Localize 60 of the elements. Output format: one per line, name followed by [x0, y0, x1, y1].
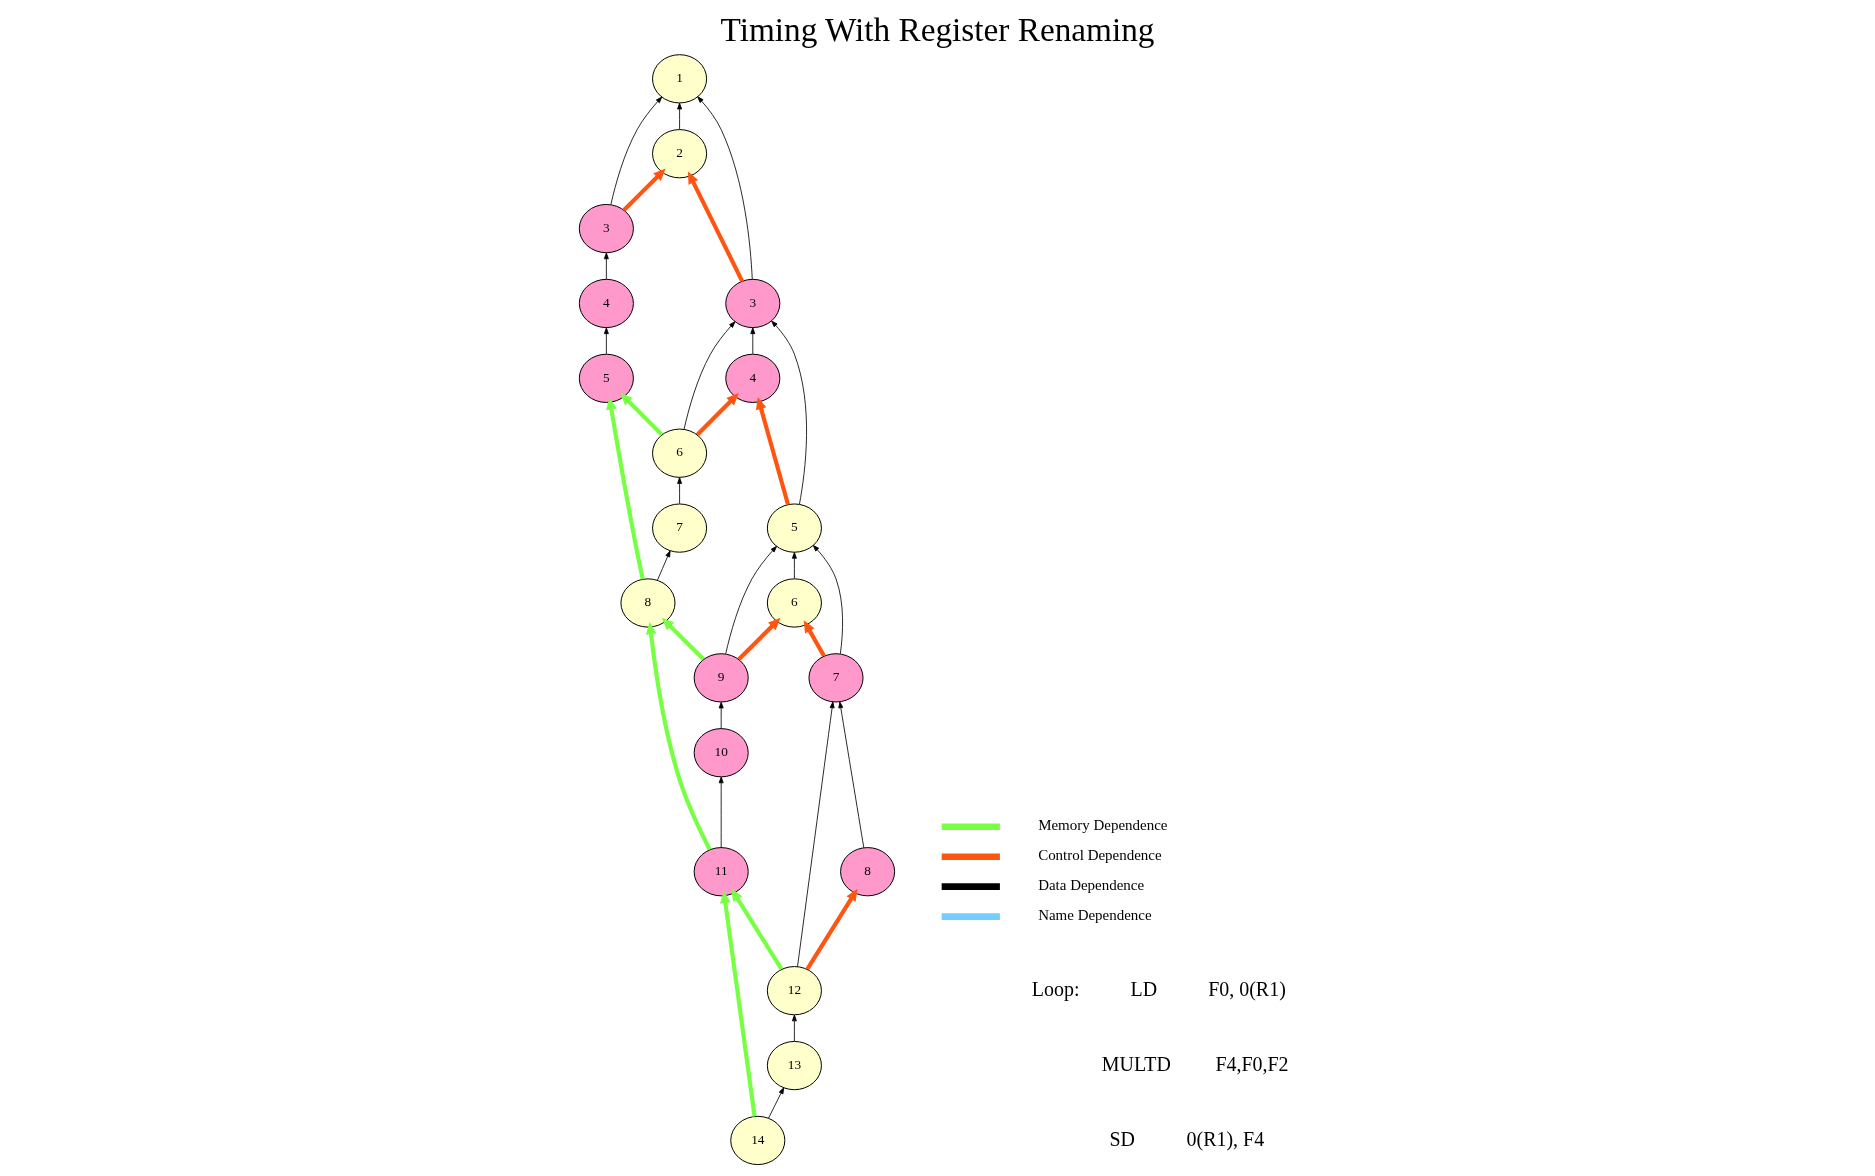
node-ellipse: 11	[693, 847, 749, 897]
node-ellipse: 9	[693, 653, 749, 703]
arrow	[620, 393, 664, 437]
arrow	[657, 550, 671, 581]
arrow	[677, 477, 683, 505]
legend-label: Memory Dependence	[1038, 817, 1168, 834]
node-ellipse: 12	[766, 966, 822, 1016]
arrow	[718, 776, 724, 848]
node-ellipse: 8	[620, 578, 676, 628]
node-ellipse: 10	[693, 728, 749, 778]
arrow	[603, 327, 609, 355]
node-ellipse: 4	[725, 353, 781, 403]
arrow	[683, 321, 736, 430]
arrow	[750, 327, 756, 355]
arrow	[718, 701, 724, 729]
node-ellipse: 7	[808, 653, 864, 703]
arrow	[610, 96, 663, 205]
arrow	[791, 1014, 797, 1042]
legend-label: Control Dependence	[1038, 847, 1162, 864]
label: F0, 0(R1)	[1208, 977, 1286, 1000]
arrow	[737, 617, 781, 661]
arrow	[695, 393, 739, 437]
node-ellipse: 3	[578, 203, 634, 254]
node-ellipse: 14	[730, 1115, 786, 1166]
arrow	[797, 701, 835, 967]
node-ellipse: 4	[578, 278, 634, 329]
arrow	[720, 890, 757, 1117]
arrow	[725, 545, 777, 655]
arrow	[697, 96, 753, 280]
arrow	[731, 888, 784, 971]
diagram-title: Timing With Register Renaming	[720, 11, 1155, 49]
arrow	[805, 888, 858, 971]
arrow	[768, 1087, 785, 1119]
arrow	[791, 552, 797, 579]
arrow	[603, 252, 609, 280]
label: LD	[1130, 977, 1158, 1000]
arrow	[755, 397, 790, 505]
legend-label: Data Dependence	[1038, 877, 1145, 894]
node-ellipse: 5	[578, 353, 634, 403]
node-ellipse: 13	[766, 1040, 822, 1091]
arrow	[645, 622, 712, 851]
arrow	[803, 620, 826, 657]
label: 0(R1), F4	[1186, 1127, 1265, 1150]
legend-label: Name Dependence	[1038, 907, 1152, 924]
node-ellipse: 6	[652, 428, 708, 478]
label: F4,F0,F2	[1215, 1052, 1289, 1075]
label: Loop:	[1031, 977, 1080, 1000]
arrow	[838, 701, 865, 849]
arrow	[622, 168, 666, 212]
label: SD	[1109, 1127, 1135, 1150]
arrow	[771, 320, 807, 505]
label: MULTD	[1101, 1052, 1171, 1075]
arrow	[812, 545, 843, 655]
node-ellipse: 7	[652, 503, 708, 553]
arrow	[687, 171, 744, 283]
arrow	[677, 102, 683, 130]
node-ellipse: 6	[766, 578, 822, 628]
arrow	[661, 617, 705, 661]
node-ellipse: 8	[840, 847, 896, 897]
arrow	[606, 397, 645, 580]
